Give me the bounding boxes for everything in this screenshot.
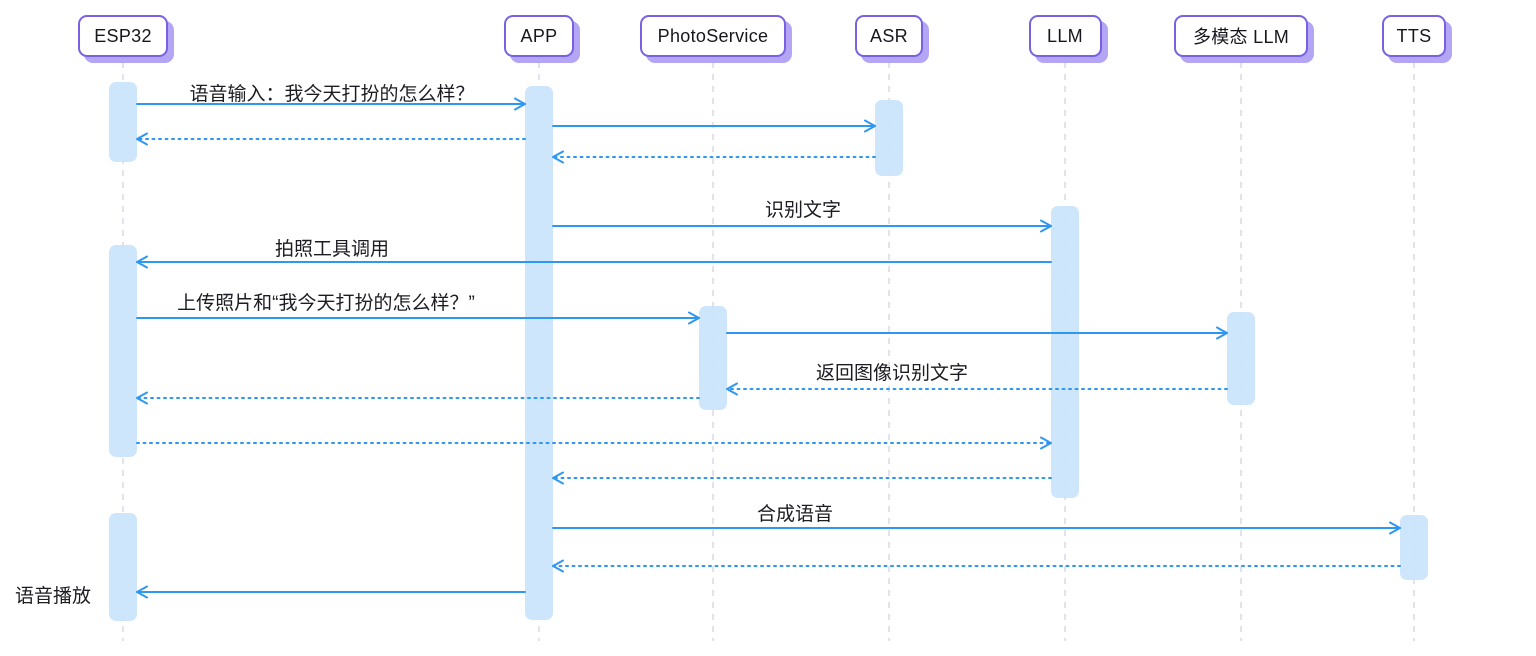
activation-bar-app xyxy=(525,86,553,620)
activation-bar-tts xyxy=(1400,515,1428,580)
arrowhead-icon xyxy=(136,255,148,269)
activation-bar-photoservice xyxy=(699,306,727,410)
participant-box-app: APP xyxy=(504,15,574,57)
upload-photo-label: 上传照片和“我今天打扮的怎么样？” xyxy=(177,293,475,314)
arrowhead-icon xyxy=(552,150,564,164)
arrowhead-icon xyxy=(864,119,876,133)
activation-bar-esp32 xyxy=(109,513,137,621)
arrowhead-icon xyxy=(1040,436,1052,450)
arrowhead-icon xyxy=(552,559,564,573)
arrowhead-icon xyxy=(726,382,738,396)
arrowhead-icon xyxy=(136,585,148,599)
photo-tool-call-label: 拍照工具调用 xyxy=(274,239,390,260)
arrowhead-icon xyxy=(688,311,700,325)
activation-bar-mm_llm xyxy=(1227,312,1255,405)
activation-bar-llm xyxy=(1051,206,1079,498)
arrowhead-icon xyxy=(1216,326,1228,340)
activation-bar-asr xyxy=(875,100,903,176)
participant-box-photoservice: PhotoService xyxy=(640,15,786,57)
arrowhead-icon xyxy=(1040,219,1052,233)
participant-box-mm_llm: 多模态 LLM xyxy=(1174,15,1308,57)
voice-input-label: 语音输入：我今天打扮的怎么样？ xyxy=(189,84,475,105)
synth-speech-label: 合成语音 xyxy=(756,504,834,525)
arrowhead-icon xyxy=(514,97,526,111)
participant-box-esp32: ESP32 xyxy=(78,15,168,57)
participant-box-tts: TTS xyxy=(1382,15,1446,57)
arrowhead-icon xyxy=(136,391,148,405)
recognized-text-label: 识别文字 xyxy=(764,200,842,221)
activation-bar-esp32 xyxy=(109,82,137,162)
voice-playback-label: 语音播放 xyxy=(15,586,92,607)
arrowhead-icon xyxy=(1389,521,1401,535)
arrowhead-icon xyxy=(552,471,564,485)
participant-box-asr: ASR xyxy=(855,15,923,57)
arrowhead-icon xyxy=(136,132,148,146)
activation-bar-esp32 xyxy=(109,245,137,457)
image-ocr-return-label: 返回图像识别文字 xyxy=(815,363,969,384)
participant-box-llm: LLM xyxy=(1028,15,1102,57)
